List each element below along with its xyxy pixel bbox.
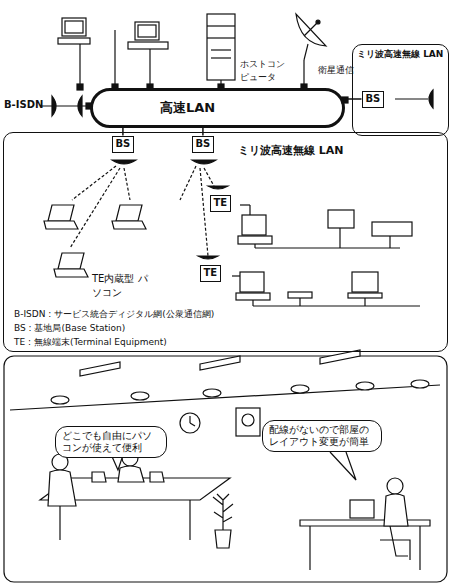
text-label: BS : 基地局(Base Station) <box>14 322 125 335</box>
base-station-box: BS <box>112 136 135 153</box>
panel-heading: ミリ波高速無線 LAN <box>355 48 445 61</box>
panel-heading: ミリ波高速無線 LAN <box>236 143 346 158</box>
desktop-pc <box>58 18 90 90</box>
desktop-pc <box>232 205 420 306</box>
host-computer <box>207 14 235 90</box>
node-label: BS <box>366 93 381 104</box>
speech-bubble: どこでも自由にパソコンが使えて便利 <box>55 426 167 458</box>
node-label: BS <box>116 138 131 149</box>
radio-beam <box>70 166 214 256</box>
lan-connector <box>345 99 362 100</box>
text-label: TE内蔵型 パソコン <box>92 272 148 300</box>
text-label: TE : 無線端末(Terminal Equipment) <box>14 336 167 349</box>
office-room <box>4 350 447 582</box>
base-station-antenna <box>112 160 216 164</box>
wireless-lan-panel: ミリ波高速無線 LAN BS <box>352 44 449 136</box>
text-label: B-ISDN <box>4 99 43 110</box>
node-label: 配線がないので部屋のレイアウト変更が簡単 <box>269 424 375 448</box>
base-station-box: BS <box>192 136 215 153</box>
text-label: ホストコン ピュータ <box>240 58 290 84</box>
speech-bubble: 配線がないので部屋のレイアウト変更が簡単 <box>262 420 382 452</box>
laptop <box>44 205 146 277</box>
node-label: 高速LAN <box>157 99 218 117</box>
base-station-box: BS <box>362 91 385 108</box>
terminal-box: TE <box>210 195 232 212</box>
b-isdn-link <box>42 96 92 116</box>
node-label: TE <box>204 267 218 278</box>
antenna <box>429 90 433 108</box>
node-label: BS <box>196 138 211 149</box>
node-label: TE <box>214 197 228 208</box>
bubble-tail <box>330 452 356 480</box>
satellite-dish <box>296 14 326 90</box>
lan-ring: 高速LAN <box>90 88 345 128</box>
text-label: 衛星通信 <box>318 64 354 77</box>
node-label: どこでも自由にパソコンが使えて便利 <box>62 430 160 454</box>
terminal-box: TE <box>200 265 222 282</box>
text-label: B-ISDN : サービス統合ディジタル網(公衆通信網) <box>14 308 214 321</box>
desktop-pc <box>112 22 168 90</box>
wire <box>395 98 428 99</box>
